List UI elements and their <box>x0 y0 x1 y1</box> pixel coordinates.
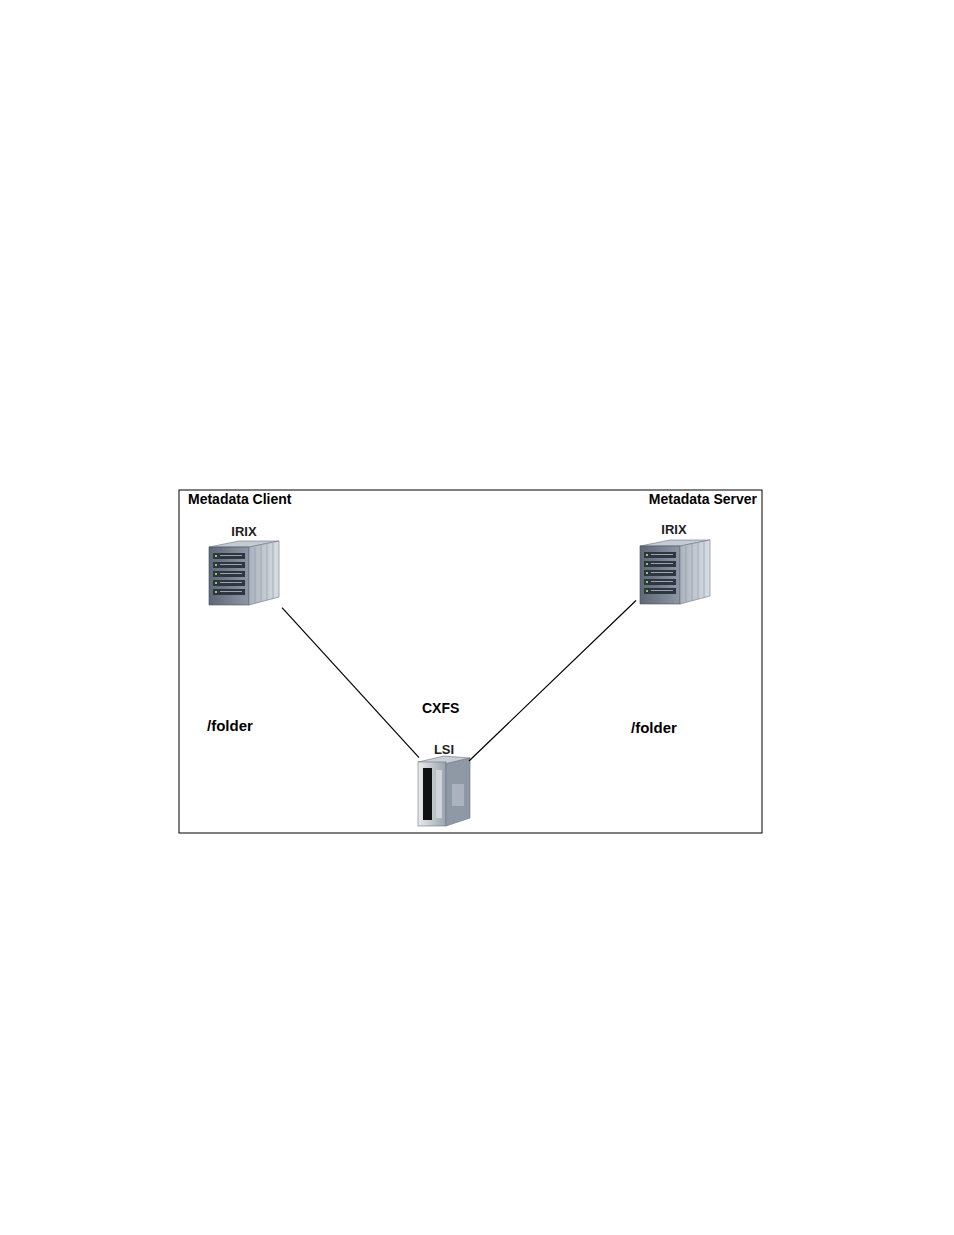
storage-icon <box>418 756 470 826</box>
connector-line <box>469 601 636 761</box>
storage-node: LSI <box>419 742 469 828</box>
server-icon <box>640 540 710 604</box>
path-label: /folder <box>631 719 677 736</box>
node-label: IRIX <box>206 524 282 539</box>
node-label: IRIX <box>636 522 712 537</box>
role-label: Metadata Server <box>649 491 757 507</box>
frame-border <box>179 490 762 833</box>
server-node: IRIX <box>636 522 712 606</box>
server-node: IRIX <box>206 524 282 608</box>
filesystem-label: CXFS <box>422 700 459 716</box>
connector-line <box>282 608 419 758</box>
node-label: LSI <box>419 742 469 757</box>
server-icon <box>209 541 279 605</box>
path-label: /folder <box>207 717 253 734</box>
role-label: Metadata Client <box>188 491 291 507</box>
